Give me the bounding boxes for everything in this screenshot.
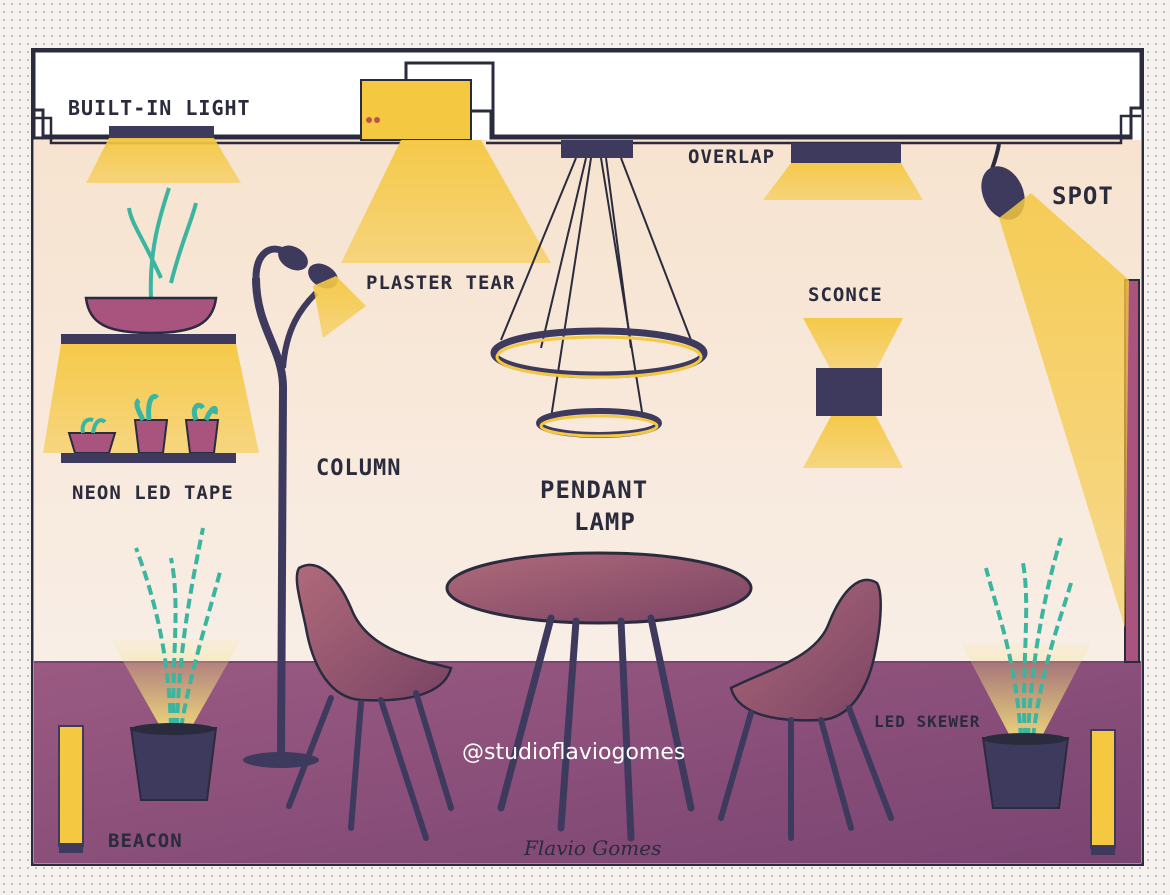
sconce-beam-top [803, 318, 903, 370]
label-plaster-tear: PLASTER TEAR [366, 272, 516, 294]
chair-left-legs [286, 690, 454, 841]
shelf-upper [61, 334, 236, 344]
left-plant-pot [129, 727, 218, 801]
label-pendant-lamp-line2: LAMP [574, 508, 636, 536]
pendant-canopy [561, 140, 633, 158]
artist-signature: Flavio Gomes [524, 836, 662, 860]
plaster-tear-beam [341, 140, 551, 263]
floor [34, 662, 1141, 863]
table-legs [497, 614, 695, 842]
sconce-fixture [816, 368, 882, 416]
built-in-light-fixture [109, 126, 214, 138]
shelf-bowl [84, 296, 218, 335]
column-pole [252, 277, 288, 759]
label-spot: SPOT [1052, 182, 1114, 210]
table-top [445, 551, 753, 625]
label-built-in-light: BUILT-IN LIGHT [68, 96, 251, 120]
overlap-fixture [791, 143, 901, 163]
right-plant-pot [981, 737, 1070, 809]
column-base [243, 752, 319, 768]
shelf-pot-3 [184, 419, 220, 454]
label-pendant-lamp-line1: PENDANT [540, 476, 649, 504]
label-neon-led-tape: NEON LED TAPE [72, 482, 234, 504]
chair-right-legs [718, 705, 894, 841]
sconce-beam-bottom [803, 416, 903, 468]
beacon-left [58, 725, 84, 847]
label-led-skewer: LED SKEWER [874, 712, 981, 731]
room-illustration [31, 48, 1144, 866]
credit-handle: @studioflaviogomes [462, 740, 686, 765]
overlap-beam [763, 163, 923, 200]
shelf-plant-upper [127, 187, 198, 299]
label-sconce: SCONCE [808, 284, 883, 306]
ceiling-molding [34, 61, 1141, 138]
built-in-light-beam [86, 138, 241, 183]
beacon-right [1090, 729, 1116, 849]
shelf-pot-2 [133, 419, 169, 454]
spot-fixture [981, 166, 1025, 220]
label-column: COLUMN [316, 456, 402, 481]
right-plant-stems [984, 537, 1073, 739]
left-uplight-glow [111, 640, 241, 728]
ceiling [32, 49, 1143, 140]
chair-left-seat [295, 563, 453, 702]
pendant-ring-large [490, 327, 708, 379]
plaster-tear-fixture [360, 79, 472, 141]
column-beam [313, 276, 366, 338]
spot-beam [999, 193, 1129, 628]
shelf-lower [61, 453, 236, 463]
label-overlap: OVERLAP [688, 146, 776, 168]
label-beacon: BEACON [108, 830, 183, 852]
shelf-pot-1 [67, 432, 117, 454]
column-head-upper [278, 245, 308, 271]
left-plant-stems [134, 527, 223, 729]
